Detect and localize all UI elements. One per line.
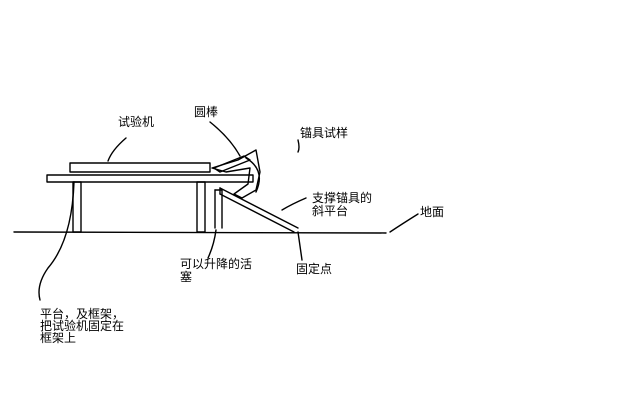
pointer-test-machine [107,137,127,162]
label-round-bar: 圆棒 [194,105,219,119]
label-anchor-specimen: 锚具试样 [300,126,349,140]
pointer-inclined-platform [281,197,307,211]
inclined-platform-bottom [219,193,295,233]
anchor-specimen [211,149,261,199]
frame-leg-left [72,181,82,233]
platform-slab [46,174,254,183]
label-piston-line1: 可以升降的活 [180,257,253,271]
label-piston-line2: 塞 [180,270,193,284]
pointer-fixed-point [297,231,303,261]
label-inclined-platform-line2: 斜平台 [312,204,349,218]
label-platform-line2: 把试验机固定在 [40,319,125,333]
label-platform-line3: 框架上 [40,331,77,345]
pointer-piston [207,229,217,259]
pointer-ground [389,213,419,233]
inclined-platform-top [219,187,299,229]
pointer-anchor-specimen [297,139,300,153]
round-bar [213,155,251,173]
label-platform-line1: 平台，及框架， [40,307,125,321]
label-inclined-platform-line1: 支撑锚具的 [312,191,373,205]
label-test-machine: 试验机 [118,115,155,129]
frame-leg-right [196,181,206,233]
pointer-round-bar [209,121,241,157]
label-ground: 地面 [420,205,445,219]
test-machine-body [69,162,211,173]
pointer-platform-frame [38,181,75,301]
label-fixed-point: 固定点 [296,262,333,276]
